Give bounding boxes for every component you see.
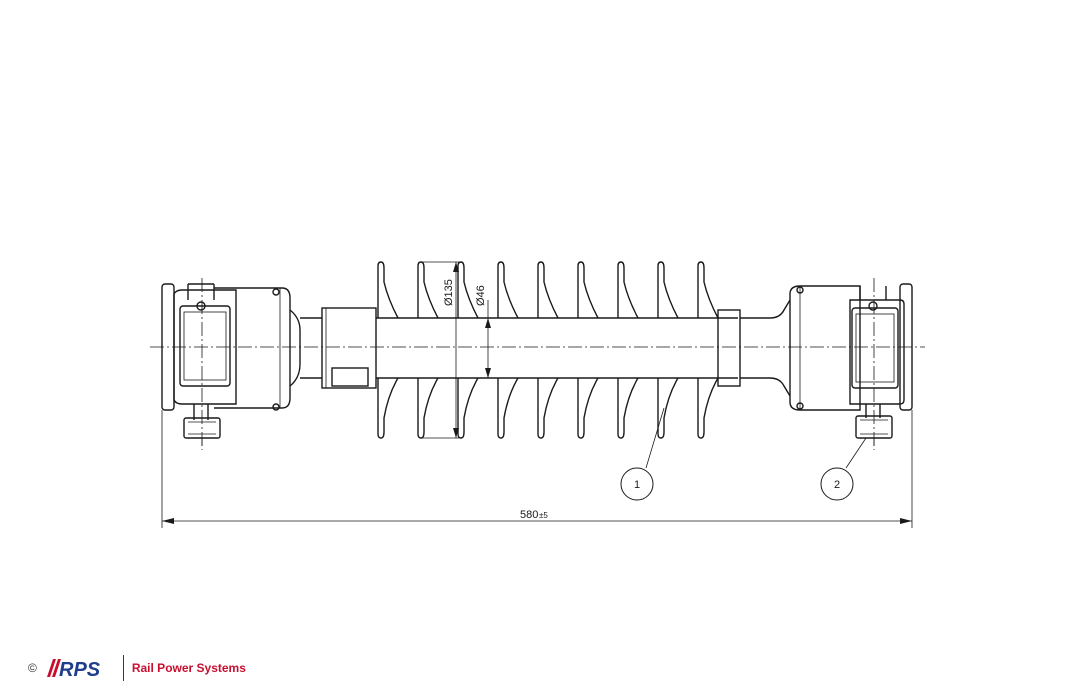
callout-2: 2 bbox=[820, 437, 867, 501]
insulator-sheds bbox=[377, 261, 719, 439]
rps-logo-mark: RPS bbox=[46, 659, 101, 681]
left-end-fitting bbox=[161, 278, 377, 450]
dimension-core-diameter: Ø46 bbox=[475, 285, 491, 378]
logo-separator bbox=[122, 655, 124, 681]
dimension-overall-length: 580 ±5 bbox=[161, 410, 913, 528]
footer: © RPS Rail Power Systems bbox=[28, 650, 246, 686]
shed-6 bbox=[577, 261, 599, 439]
core-diameter-label: Ø46 bbox=[475, 285, 487, 306]
core-rod bbox=[376, 317, 738, 379]
callout-2-label: 2 bbox=[834, 479, 840, 491]
shed-2 bbox=[417, 261, 439, 439]
copyright-symbol: © bbox=[28, 661, 37, 675]
rps-logo: RPS Rail Power Systems bbox=[43, 655, 246, 681]
shed-5 bbox=[537, 261, 559, 439]
right-end-fitting bbox=[717, 278, 913, 450]
shed-8 bbox=[657, 261, 679, 439]
logo-text: RPS bbox=[59, 659, 101, 681]
callout-1: 1 bbox=[620, 407, 665, 501]
overall-length-tolerance: ±5 bbox=[539, 511, 548, 520]
dimension-shed-diameter: Ø135 bbox=[420, 261, 462, 439]
shed-1 bbox=[377, 261, 399, 439]
callout-1-label: 1 bbox=[634, 479, 640, 491]
company-name: Rail Power Systems bbox=[131, 661, 246, 675]
shed-diameter-label: Ø135 bbox=[443, 279, 455, 306]
shed-7 bbox=[617, 261, 639, 439]
shed-9 bbox=[697, 261, 719, 439]
shed-3 bbox=[457, 261, 479, 439]
shed-4 bbox=[497, 261, 519, 439]
overall-length-value: 580 bbox=[520, 509, 538, 521]
